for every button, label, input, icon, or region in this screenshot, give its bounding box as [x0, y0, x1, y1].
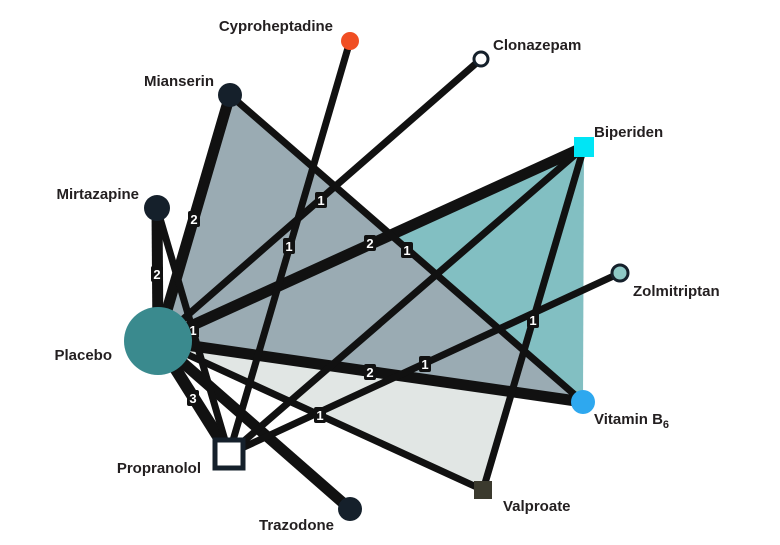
label-cyproheptadine: Cyproheptadine [219, 18, 333, 35]
edge-label-count: 2 [153, 267, 160, 282]
label-mianserin: Mianserin [144, 73, 214, 90]
node-biperiden [574, 137, 594, 157]
label-text: Valproate [503, 498, 571, 515]
edge-label-count: 1 [285, 239, 292, 254]
edge-label-placebo-mirtazapine: 2 [151, 266, 163, 282]
node-cyproheptadine [341, 32, 359, 50]
label-trazodone: Trazodone [259, 517, 334, 534]
edge-label-count: 3 [189, 391, 196, 406]
label-placebo: Placebo [54, 347, 112, 364]
label-text: Zolmitriptan [633, 283, 720, 300]
label-text: Biperiden [594, 124, 663, 141]
edge-label-placebo-propranolol: 3 [187, 390, 199, 406]
treatment-nodes [124, 32, 630, 521]
edge-label-placebo-vitamin_b6: 2 [364, 364, 376, 380]
edge-biperiden-propranolol [226, 144, 587, 457]
node-valproate [474, 481, 492, 499]
edge-label-placebo-valproate: 1 [314, 407, 326, 423]
node-zolmitriptan [610, 263, 630, 283]
label-biperiden: Biperiden [594, 124, 663, 141]
label-valproate: Valproate [503, 498, 571, 515]
label-text: Placebo [54, 347, 112, 364]
label-clonazepam: Clonazepam [493, 37, 581, 54]
edge-label-placebo-biperiden: 2 [364, 235, 376, 251]
label-mirtazapine: Mirtazapine [56, 186, 139, 203]
edge-label-propranolol-zolmitriptan: 1 [419, 356, 431, 372]
label-text: Propranolol [117, 460, 201, 477]
label-vitamin-b6: Vitamin B6 [594, 411, 669, 431]
edge-label-mianserin-vitamin_b6: 1 [401, 242, 413, 258]
edge-placebo-trazodone [154, 336, 354, 514]
label-text: Cyproheptadine [219, 18, 333, 35]
node-placebo [124, 307, 192, 375]
node-trazodone [338, 497, 362, 521]
edge-label-count: 1 [529, 313, 536, 328]
edge-label-bg [188, 211, 200, 227]
edge-label-bg [364, 364, 376, 380]
edge-label-bg [283, 238, 295, 254]
edge-label-count: 2 [366, 365, 373, 380]
edge-label-biperiden-propranolol: 1 [315, 192, 327, 208]
label-text: Clonazepam [493, 37, 581, 54]
label-subscript: 6 [663, 419, 669, 431]
label-zolmitriptan: Zolmitriptan [633, 283, 720, 300]
edge-label-count: 1 [421, 357, 428, 372]
label-text: Mirtazapine [56, 186, 139, 203]
edge-label-count: 1 [403, 243, 410, 258]
node-mirtazapine [144, 195, 170, 221]
edge-label-bg [527, 312, 539, 328]
node-clonazepam [472, 50, 490, 68]
edge-label-cyproheptadine-propranolol: 1 [283, 238, 295, 254]
node-vitamin-b6 [571, 390, 595, 414]
label-text: Vitamin B [594, 411, 663, 428]
edge-label-bg [419, 356, 431, 372]
label-propranolol: Propranolol [117, 460, 201, 477]
treatment-labels: Placebo CyproheptadineClonazepamMianserin… [54, 18, 719, 534]
edge-label-bg [187, 390, 199, 406]
edge-label-count: 1 [189, 323, 196, 338]
node-propranolol [212, 437, 246, 471]
edge-label-biperiden-valproate: 1 [527, 312, 539, 328]
edge-label-count: 1 [316, 408, 323, 423]
edge-label-bg [314, 407, 326, 423]
node-mianserin [218, 83, 242, 107]
edge-label-placebo-mianserin: 2 [188, 211, 200, 227]
edge-label-count: 1 [317, 193, 324, 208]
label-text: Trazodone [259, 517, 334, 534]
edge-label-count: 2 [366, 236, 373, 251]
label-text: Mianserin [144, 73, 214, 90]
edge-label-bg [151, 266, 163, 282]
edge-label-count: 2 [190, 212, 197, 227]
edge-label-bg [315, 192, 327, 208]
edge-label-bg [401, 242, 413, 258]
edge-label-bg [364, 235, 376, 251]
